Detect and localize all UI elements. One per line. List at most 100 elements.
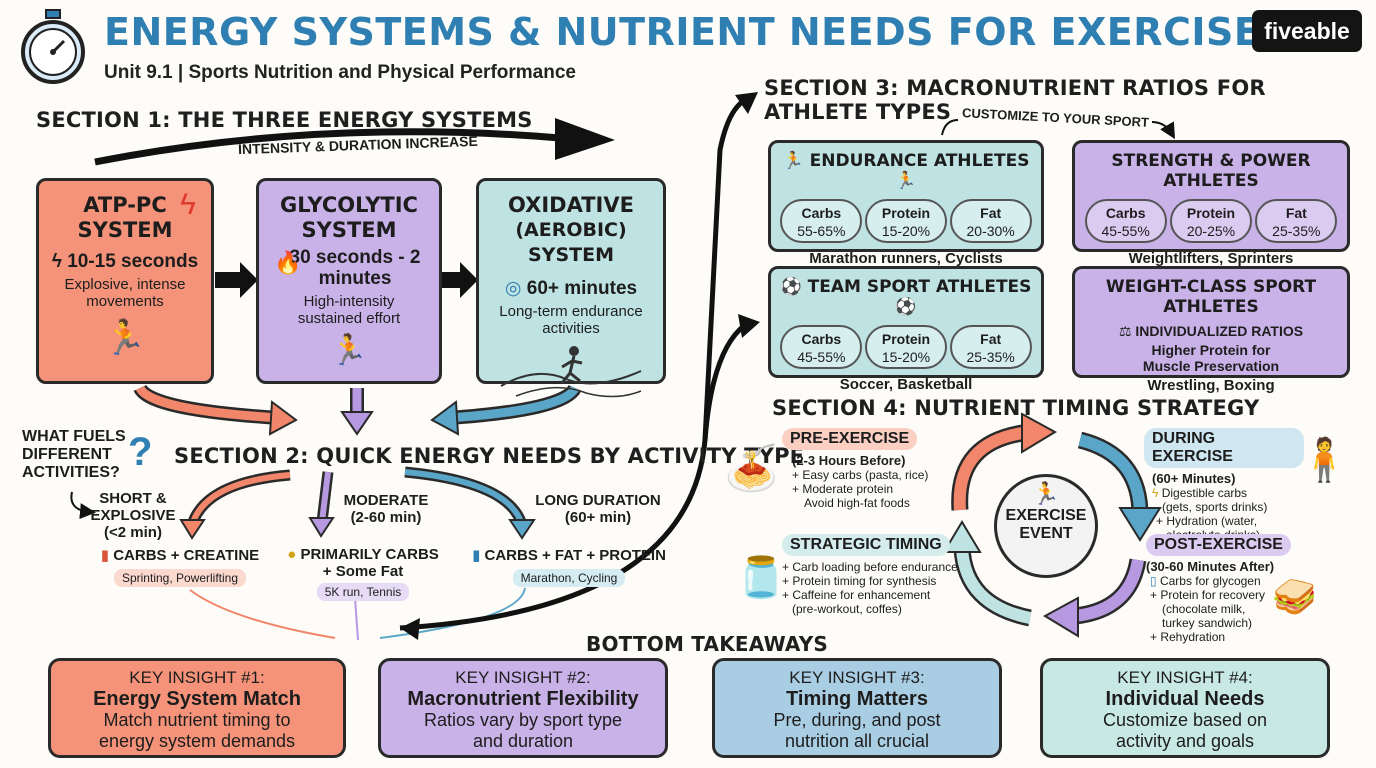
sandwich-icon: 🥪 [1272, 576, 1317, 617]
insight-desc-line2: nutrition all crucial [784, 731, 930, 751]
bolt-icon: ϟ [51, 251, 68, 272]
section3-title: SECTION 3: MACRONUTRIENT RATIOS FOR ATHL… [764, 76, 1266, 124]
strategic-timing-item: + Caffeine for enhancement [782, 588, 931, 602]
system-name: GLYCOLYTIC [280, 193, 418, 217]
system-duration: 30 seconds - 2 minutes [289, 247, 421, 289]
flame-icon: 🔥 [274, 250, 302, 275]
fuel-long: ▮ CARBS + FAT + PROTEIN [472, 547, 666, 564]
athlete-type-title: ⚽ TEAM SPORT ATHLETES ⚽ [780, 277, 1032, 317]
strategic-timing-item: + Carb loading before endurance [782, 560, 958, 574]
soccer-ball-icon: ⚽ [780, 277, 808, 297]
exercise-event-line2: EVENT [1019, 525, 1073, 542]
insight-desc-line2: energy system demands [98, 731, 296, 751]
weight-class-line3: Muscle Preservation [1142, 358, 1280, 374]
pre-exercise-item: Avoid high-fat foods [804, 496, 910, 510]
system-desc: High-intensity sustained effort [297, 293, 401, 327]
strategic-timing-block: STRATEGIC TIMING + Carb loading before e… [782, 534, 982, 616]
bolt-icon: ϟ [1152, 486, 1162, 500]
athlete-examples: Soccer, Basketball [839, 376, 973, 393]
strategic-timing-item: + Protein timing for synthesis [782, 574, 937, 588]
soccer-ball-icon: ⚽ [895, 297, 917, 317]
moderate-label: MODERATE (2-60 min) [343, 492, 429, 526]
insight-label: KEY INSIGHT #3: [789, 668, 925, 687]
system-name: ATP-PC [83, 193, 167, 217]
fuel-long-group: ▮ CARBS + FAT + PROTEIN Marathon, Cyclin… [466, 546, 672, 587]
system-desc: Explosive, intense movements [64, 276, 186, 310]
insight-name: Individual Needs [1105, 688, 1265, 710]
weight-class-line2: Higher Protein for [1151, 342, 1271, 358]
section1-title: SECTION 1: THE THREE ENERGY SYSTEMS [36, 108, 533, 132]
short-explosive-label: SHORT & EXPLOSIVE (<2 min) [90, 490, 176, 541]
question-text: WHAT FUELS DIFFERENT ACTIVITIES? [22, 428, 126, 481]
pre-exercise-block: PRE-EXERCISE (2-3 Hours Before) + Easy c… [782, 428, 942, 510]
during-exercise-item: + Hydration (water, [1156, 514, 1258, 528]
fuel-short-group: ▮ CARBS + CREATINE Sprinting, Powerlifti… [90, 546, 270, 587]
post-exercise-item: + Protein for recovery [1150, 588, 1266, 602]
fuel-moderate-examples: 5K run, Tennis [316, 583, 410, 601]
insight-label: KEY INSIGHT #2: [455, 668, 591, 687]
system-name-line2: SYSTEM [301, 218, 397, 242]
insight-name: Energy System Match [93, 688, 301, 710]
post-exercise-item: ▯ Carbs for glycogen [1150, 574, 1261, 588]
lightning-icon: ϟ [180, 188, 196, 221]
runner-icon: 🏃 [330, 334, 368, 367]
athlete-examples: Wrestling, Boxing [1147, 377, 1275, 394]
exercise-event-circle: 🏃 EXERCISE EVENT [994, 474, 1098, 578]
pre-exercise-time: (2-3 Hours Before) [792, 453, 906, 468]
athlete-type-title: 🏃 ENDURANCE ATHLETES 🏃 [782, 151, 1030, 191]
insight-desc-line1: Customize based on [1102, 710, 1268, 730]
page-title: ENERGY SYSTEMS & NUTRIENT NEEDS FOR EXER… [104, 10, 1261, 54]
key-insight-1: KEY INSIGHT #1: Energy System Match Matc… [48, 658, 346, 758]
post-exercise-item: + Rehydration [1150, 630, 1226, 644]
post-exercise-item: (chocolate milk, [1162, 602, 1246, 616]
during-exercise-item: ϟ Digestible carbs [1152, 486, 1248, 500]
pre-exercise-item: + Moderate protein [792, 482, 894, 496]
pre-exercise-title: PRE-EXERCISE [782, 428, 918, 450]
system-name-line2: (AEROBIC) SYSTEM [515, 219, 627, 266]
section2-title: SECTION 2: QUICK ENERGY NEEDS BY ACTIVIT… [174, 444, 805, 468]
during-exercise-time: (60+ Minutes) [1152, 471, 1236, 486]
long-duration-label: LONG DURATION (60+ min) [535, 492, 661, 526]
fuel-moderate: ● PRIMARILY CARBS [287, 546, 439, 563]
insight-label: KEY INSIGHT #4: [1117, 668, 1253, 687]
athlete-examples: Weightlifters, Sprinters [1128, 250, 1294, 267]
strategic-timing-item: (pre-workout, coffes) [792, 602, 902, 616]
during-exercise-item: (gets, sports drinks) [1162, 500, 1268, 514]
stopwatch-icon [21, 9, 85, 84]
jar-icon: ▮ [100, 547, 114, 564]
system-name: OXIDATIVE [508, 193, 634, 217]
runner-icon: 🏃 [895, 171, 917, 191]
bottle-icon: ▮ [472, 547, 485, 564]
athlete-type-title: STRENGTH & POWER ATHLETES [1111, 151, 1311, 191]
fuel-long-examples: Marathon, Cycling [512, 569, 626, 587]
insight-desc-line1: Match nutrient timing to [103, 710, 291, 730]
fuel-short-examples: Sprinting, Powerlifting [113, 569, 247, 587]
fuel-short: ▮ CARBS + CREATINE [100, 547, 260, 564]
system-duration: ◎ 60+ minutes [504, 278, 638, 299]
during-exercise-block: DURING EXERCISE (60+ Minutes) ϟ Digestib… [1144, 428, 1304, 542]
insight-label: KEY INSIGHT #1: [129, 668, 265, 687]
key-insight-3: KEY INSIGHT #3: Timing Matters Pre, duri… [712, 658, 1002, 758]
fuel-moderate-line2: + Some Fat [322, 563, 404, 580]
pre-exercise-item: + Easy carbs (pasta, rice) [792, 468, 929, 482]
insight-desc-line2: and duration [472, 731, 574, 751]
system-duration: ϟ 10-15 seconds [51, 251, 199, 272]
sprinter-icon: 🏃 [103, 319, 147, 357]
question-mark-icon: ? [128, 430, 153, 474]
post-exercise-time: (30-60 Minutes After) [1146, 559, 1275, 574]
drinking-athlete-icon: 🧍 [1298, 436, 1351, 483]
key-insight-2: KEY INSIGHT #2: Macronutrient Flexibilit… [378, 658, 668, 758]
glycolytic-system-box: GLYCOLYTIC SYSTEM 30 seconds - 2 minutes… [256, 178, 442, 384]
insight-name: Macronutrient Flexibility [407, 688, 639, 710]
insight-desc-line1: Ratios vary by sport type [423, 710, 623, 730]
runner-icon: 🏃 [1032, 481, 1060, 506]
weight-class-line1: ⚖ INDIVIDUALIZED RATIOS [1118, 323, 1304, 339]
cup-icon: ▯ [1150, 574, 1160, 588]
